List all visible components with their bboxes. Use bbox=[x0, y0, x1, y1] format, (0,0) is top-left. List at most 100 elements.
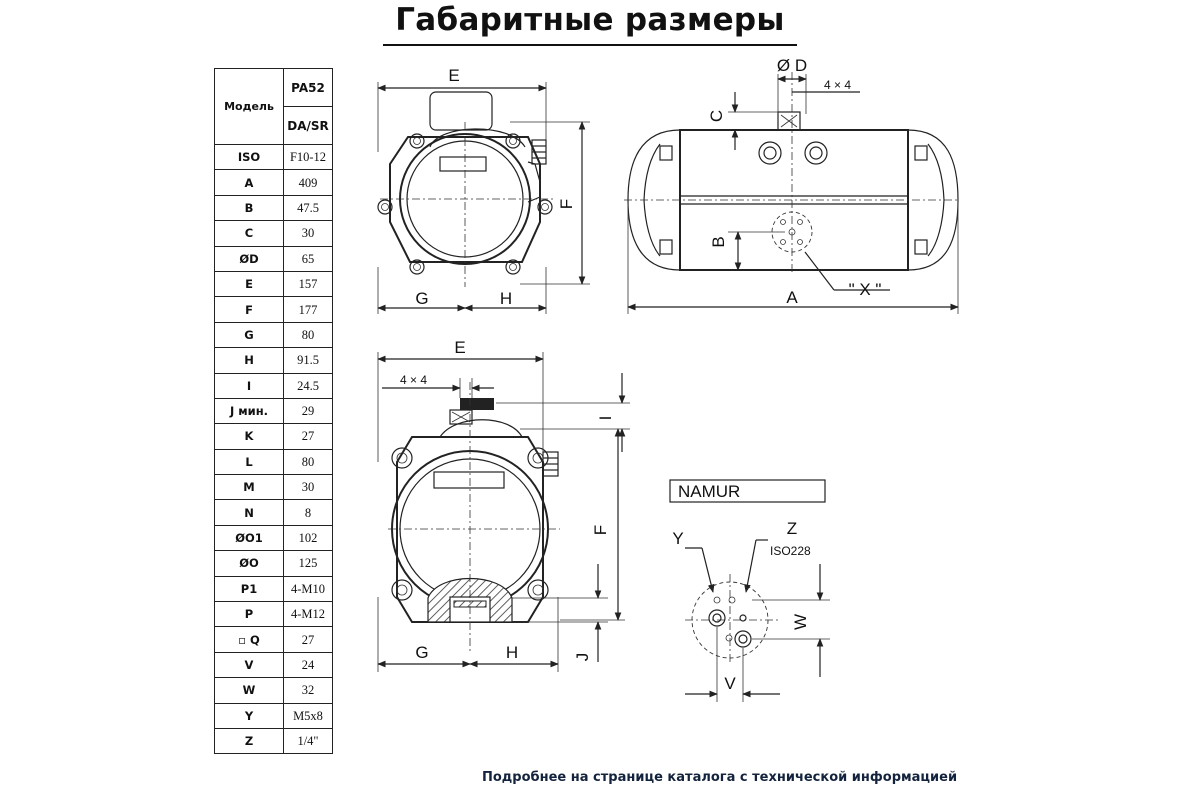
param-name: N bbox=[214, 499, 284, 526]
param-name: W bbox=[214, 677, 284, 704]
label-h-bottom: H bbox=[506, 643, 518, 662]
label-e-top: E bbox=[448, 66, 459, 85]
param-value: 65 bbox=[283, 245, 333, 272]
label-g-top: G bbox=[415, 289, 428, 308]
namur-detail: NAMUR Y Z ISO228 W V bbox=[669, 479, 830, 702]
namur-box bbox=[669, 479, 826, 503]
param-name: B bbox=[214, 194, 284, 222]
param-name: E bbox=[214, 270, 284, 298]
label-g-bottom: G bbox=[415, 643, 428, 662]
param-value: 30 bbox=[283, 220, 333, 247]
label-iso228: ISO228 bbox=[770, 544, 811, 558]
param-value: 8 bbox=[283, 499, 333, 526]
front-view-bottom: E 4 × 4 I F J G H bbox=[377, 338, 630, 672]
label-j: J bbox=[573, 653, 592, 662]
table-header-row-type: DA/SR bbox=[215, 106, 333, 145]
title-underline bbox=[383, 44, 797, 46]
param-value: M5x8 bbox=[283, 702, 333, 729]
param-name: M bbox=[214, 474, 284, 501]
label-z: Z bbox=[787, 519, 797, 538]
param-name: C bbox=[214, 220, 284, 247]
label-c: C bbox=[707, 110, 726, 122]
param-value: 30 bbox=[283, 474, 333, 501]
param-name: ▫ Q bbox=[214, 626, 284, 653]
table-header-model: PA52 bbox=[283, 68, 333, 107]
catalog-footer-note: Подробнее на странице каталога с техниче… bbox=[482, 770, 958, 785]
label-e-bottom: E bbox=[454, 338, 465, 357]
param-name: H bbox=[214, 347, 284, 374]
table-header-row-model: Модель PA52 bbox=[214, 68, 333, 145]
label-f-top: F bbox=[557, 199, 576, 209]
param-value: 177 bbox=[283, 296, 333, 323]
param-value: 24 bbox=[283, 651, 333, 679]
param-name: Y bbox=[214, 702, 284, 729]
label-namur: NAMUR bbox=[678, 482, 740, 501]
param-name: ØO1 bbox=[214, 524, 284, 552]
param-value: 91.5 bbox=[283, 347, 333, 374]
param-value: 29 bbox=[283, 397, 333, 425]
param-value: 24.5 bbox=[283, 372, 333, 399]
param-value: F10-12 bbox=[283, 143, 333, 171]
param-name: P1 bbox=[214, 575, 284, 603]
param-value: 409 bbox=[283, 169, 333, 196]
param-name: I bbox=[214, 372, 284, 399]
label-i: I bbox=[596, 416, 615, 421]
dimension-drawing: E F G H bbox=[377, 56, 960, 702]
param-name: L bbox=[214, 448, 284, 476]
param-name: A bbox=[214, 169, 284, 196]
param-value: 32 bbox=[283, 677, 333, 704]
label-square-bottom: 4 × 4 bbox=[400, 373, 427, 387]
param-value: 80 bbox=[283, 321, 333, 349]
param-name: P bbox=[214, 601, 284, 628]
param-value: 47.5 bbox=[283, 194, 333, 222]
label-a: A bbox=[786, 288, 798, 307]
param-value: 1/4" bbox=[283, 727, 333, 755]
side-view-top: Ø D 4 × 4 C B A " X " bbox=[624, 56, 960, 314]
param-value: 4-M10 bbox=[283, 575, 333, 603]
param-value: 157 bbox=[283, 270, 333, 298]
param-value: 4-M12 bbox=[283, 601, 333, 628]
label-w: W bbox=[791, 614, 810, 630]
label-od: Ø D bbox=[777, 56, 807, 75]
page-title: Габаритные размеры bbox=[395, 2, 785, 38]
param-value: 102 bbox=[283, 524, 333, 552]
param-name: ØO bbox=[214, 550, 284, 577]
table-header-label: Модель bbox=[214, 68, 284, 145]
param-name: G bbox=[214, 321, 284, 349]
label-x: " X " bbox=[849, 280, 882, 299]
label-square-top: 4 × 4 bbox=[824, 78, 851, 92]
param-name: Z bbox=[214, 727, 284, 755]
label-v: V bbox=[724, 674, 736, 693]
label-f-bottom: F bbox=[591, 525, 610, 535]
param-name: F bbox=[214, 296, 284, 323]
label-b: B bbox=[709, 236, 728, 247]
param-name: J мин. bbox=[214, 397, 284, 425]
param-name: ISO bbox=[214, 143, 284, 171]
table-header-type: DA/SR bbox=[283, 106, 333, 145]
table-row: J мин.29 bbox=[214, 397, 333, 425]
param-value: 27 bbox=[283, 423, 333, 450]
param-value: 27 bbox=[283, 626, 333, 653]
